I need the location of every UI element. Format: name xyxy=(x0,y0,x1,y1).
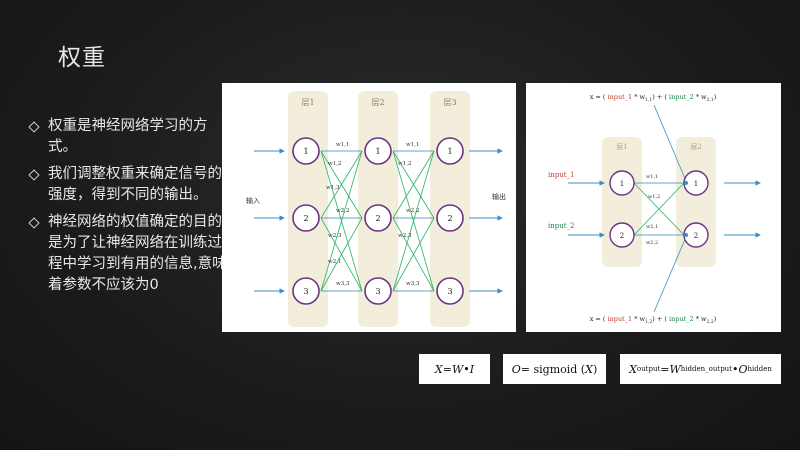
layer-label: 层3 xyxy=(443,98,456,107)
slide-title: 权重 xyxy=(58,45,106,71)
bullet-text: 我们调整权重来确定信号的强度，得到不同的输出。 xyxy=(48,166,222,203)
formula-var: W xyxy=(669,362,681,376)
weight-label: w1,1 xyxy=(336,142,349,148)
node-label: 3 xyxy=(375,287,380,296)
output-label: 输出 xyxy=(492,192,506,201)
neuron-node xyxy=(292,204,320,232)
three-layer-network-diagram: 层1 层2 层3 w1,1 w1,2 w1 xyxy=(222,83,516,332)
input-label: 输入 xyxy=(246,196,260,205)
weight-label: w2,3 xyxy=(398,233,412,239)
network-svg: 层1 层2 层3 w1,1 w1,2 w1 xyxy=(246,91,506,327)
weight-label: w1,3 xyxy=(326,185,340,191)
bullet-list: 权重是神经网络学习的方式。 我们调整权重来确定信号的强度，得到不同的输出。 神经… xyxy=(28,116,228,302)
layer-label: 层2 xyxy=(690,143,701,151)
node-label: 1 xyxy=(447,147,452,156)
diamond-bullet-icon xyxy=(28,169,40,181)
node-label: 2 xyxy=(447,214,452,223)
node-label: 2 xyxy=(303,214,308,223)
weight-label: w2,1 xyxy=(328,259,341,265)
weight-label: w1,2 xyxy=(648,194,660,200)
input-label: input_1 xyxy=(548,171,575,179)
formula-sub: output xyxy=(636,365,661,373)
formula-var: W xyxy=(451,362,464,376)
node-label: 3 xyxy=(303,287,308,296)
neuron-node xyxy=(436,277,464,305)
diamond-bullet-icon xyxy=(28,121,40,133)
weight-label: w2,1 xyxy=(646,224,658,230)
weight-label: w3,3 xyxy=(406,281,420,287)
formula-var: X xyxy=(434,362,443,376)
bullet-item: 我们调整权重来确定信号的强度，得到不同的输出。 xyxy=(28,164,228,206)
neuron-node xyxy=(436,137,464,165)
formula-weighted-input: X = W •I xyxy=(419,354,490,384)
top-equation: x = ( input_1 * w1,1) + ( input_2 * w2,1… xyxy=(590,93,717,103)
bullet-text: 权重是神经网络学习的方式。 xyxy=(48,118,208,155)
weight-label: w1,1 xyxy=(646,174,658,180)
weight-label: w1,2 xyxy=(398,161,411,167)
weight-label: w2,2 xyxy=(646,240,658,246)
diamond-bullet-icon xyxy=(28,217,40,229)
neuron-node xyxy=(609,222,635,248)
weight-label: w2,2 xyxy=(406,208,419,214)
node-label: 2 xyxy=(375,214,380,223)
formula-text: = xyxy=(660,362,670,376)
formula-text: = sigmoid ( xyxy=(520,362,586,376)
neuron-node xyxy=(364,277,392,305)
node-label: 3 xyxy=(447,287,452,296)
formula-text: • xyxy=(463,362,470,376)
neuron-node xyxy=(364,204,392,232)
node-label: 2 xyxy=(694,232,698,240)
two-layer-network-diagram: x = ( input_1 * w1,1) + ( input_2 * w2,1… xyxy=(526,83,781,332)
formula-sub: hidden_output xyxy=(680,365,732,373)
input-label: input_2 xyxy=(548,222,575,230)
bullet-text: 神经网络的权值确定的目的是为了让神经网络在训练过程中学习到有用的信息,意味着参数… xyxy=(48,214,227,293)
formula-var: O xyxy=(511,362,521,376)
neuron-node xyxy=(436,204,464,232)
formula-sigmoid: O = sigmoid ( X ) xyxy=(503,354,606,384)
formula-var: I xyxy=(469,362,475,376)
node-label: 1 xyxy=(694,180,698,188)
connection-dot xyxy=(684,233,688,237)
node-label: 1 xyxy=(620,180,624,188)
weight-label: w2,3 xyxy=(328,233,342,239)
neuron-node xyxy=(292,137,320,165)
formula-text: • xyxy=(732,362,739,376)
node-label: 1 xyxy=(303,147,308,156)
weight-label: w3,3 xyxy=(336,281,350,287)
network-svg: x = ( input_1 * w1,1) + ( input_2 * w2,1… xyxy=(548,93,761,325)
connection-dot xyxy=(684,181,688,185)
neuron-node xyxy=(609,170,635,196)
weight-label: w1,2 xyxy=(328,161,341,167)
layer-label: 层1 xyxy=(616,143,627,151)
formula-text: = xyxy=(442,362,452,376)
node-label: 1 xyxy=(375,147,380,156)
layer-label: 层2 xyxy=(371,98,384,107)
bullet-item: 权重是神经网络学习的方式。 xyxy=(28,116,228,158)
formula-text: ) xyxy=(592,362,598,376)
formula-sub: hidden xyxy=(747,365,772,373)
formula-var: X xyxy=(585,362,593,376)
bullet-item: 神经网络的权值确定的目的是为了让神经网络在训练过程中学习到有用的信息,意味着参数… xyxy=(28,212,228,296)
node-label: 2 xyxy=(620,232,624,240)
formula-var: O xyxy=(738,362,748,376)
layer-label: 层1 xyxy=(301,98,314,107)
neuron-node xyxy=(364,137,392,165)
weight-label: w1,1 xyxy=(406,142,419,148)
bottom-equation: x = ( input_1 * w1,2) + ( input_2 * w2,2… xyxy=(590,315,717,325)
neuron-node xyxy=(292,277,320,305)
formula-var: X xyxy=(629,362,637,376)
weight-label: w2,2 xyxy=(336,208,349,214)
